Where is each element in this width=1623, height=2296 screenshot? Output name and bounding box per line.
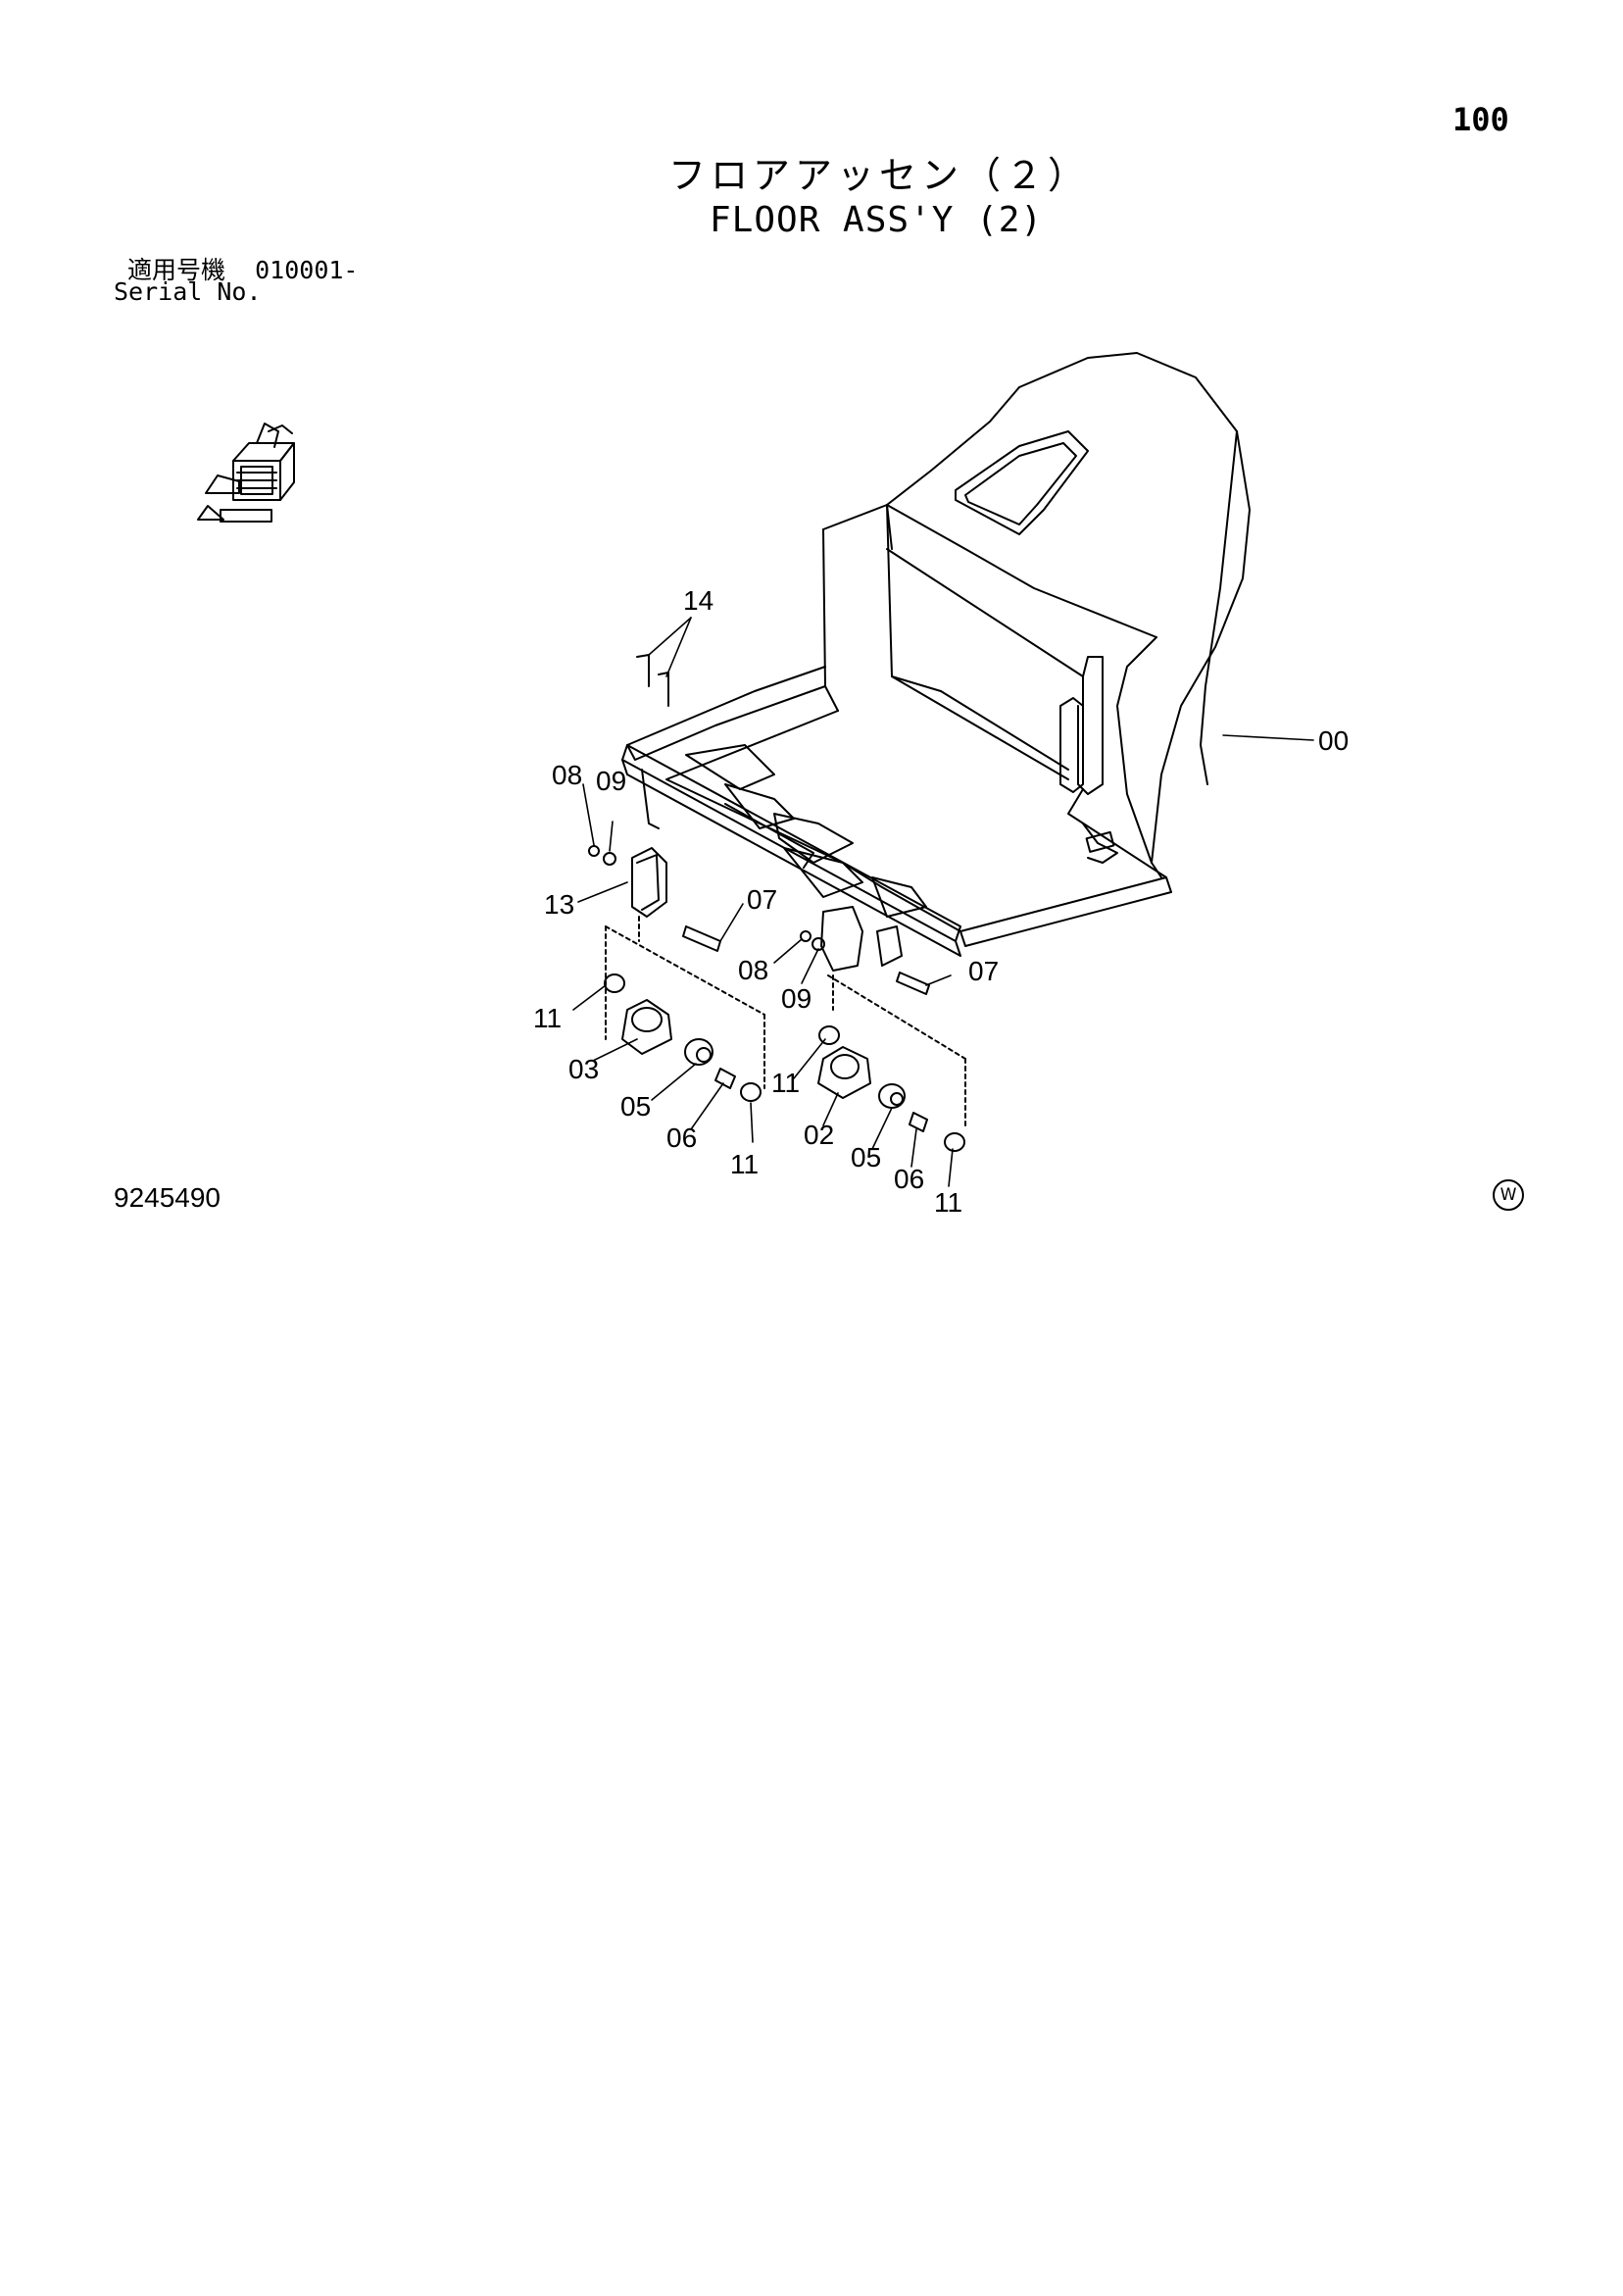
callout-07: 07: [747, 884, 777, 915]
w-circle-mark: W: [1493, 1179, 1524, 1211]
page-number: 100: [1452, 101, 1509, 138]
callout-06: 06: [894, 1164, 924, 1194]
callout-09: 09: [781, 983, 812, 1014]
page-title-english: FLOOR ASS'Y (2): [710, 200, 1044, 240]
serial-range: 010001-: [255, 256, 359, 284]
callout-06: 06: [666, 1123, 697, 1153]
part-callouts: 14 00 08 09 13 07 08 09 07 11 03 05 06 1…: [533, 585, 1349, 1218]
callout-11: 11: [533, 1003, 562, 1033]
drawing-number: 9245490: [114, 1182, 221, 1213]
callout-00: 00: [1318, 725, 1349, 756]
callout-02: 02: [804, 1120, 834, 1150]
callout-08: 08: [738, 955, 768, 985]
serial-applicability: 適用号機 010001-: [127, 251, 358, 286]
callout-11: 11: [934, 1187, 962, 1218]
serial-label-english: Serial No.: [114, 277, 262, 306]
page-title-japanese: フロアアッセン（２）: [668, 154, 1091, 197]
callout-13: 13: [544, 889, 574, 920]
callout-14: 14: [683, 585, 713, 616]
callout-09: 09: [596, 766, 626, 796]
machine-orientation-icon: [197, 423, 295, 523]
callout-11: 11: [730, 1149, 759, 1179]
callout-11: 11: [771, 1068, 800, 1098]
callout-03: 03: [568, 1054, 599, 1084]
callout-05: 05: [851, 1142, 881, 1173]
floor-frame-assembly: [588, 352, 1251, 1152]
serial-label-japanese: 適用号機: [127, 256, 226, 284]
leader-lines: [572, 617, 1314, 1187]
callout-08: 08: [552, 760, 582, 790]
callout-05: 05: [620, 1091, 651, 1122]
callout-07: 07: [968, 956, 999, 986]
